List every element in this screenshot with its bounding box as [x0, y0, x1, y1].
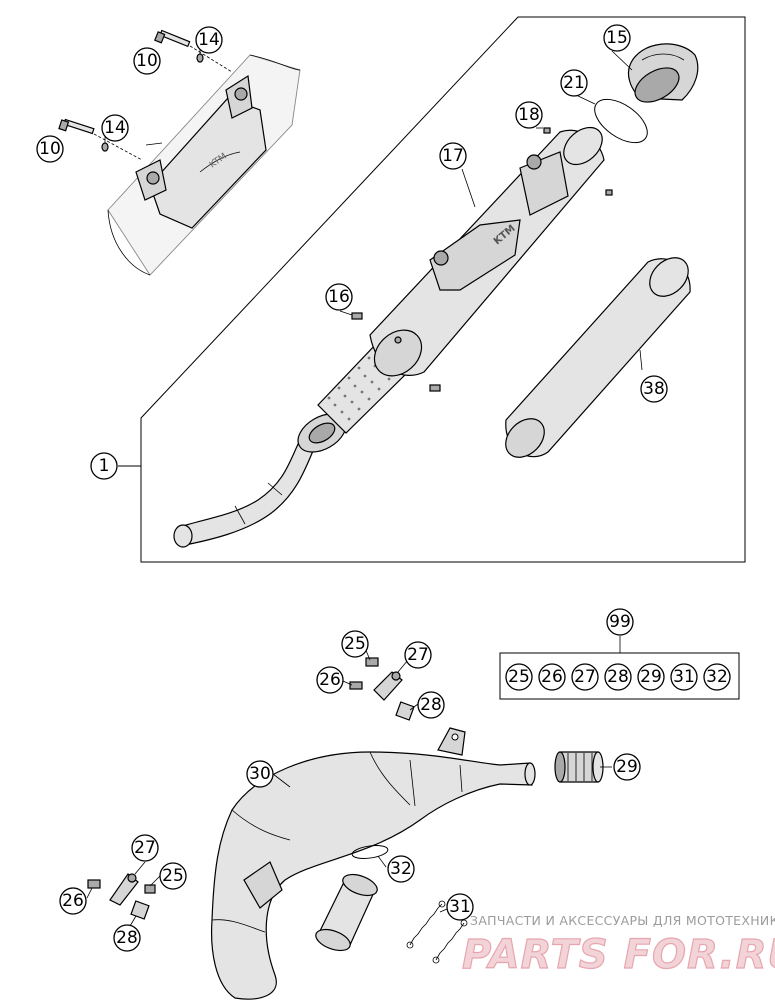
kit-item-28: 28 [604, 663, 632, 691]
mounting-detail: KTM [107, 54, 301, 276]
svg-text:28: 28 [607, 667, 629, 687]
callout-21: 21 [560, 69, 588, 97]
svg-text:16: 16 [328, 287, 350, 307]
svg-text:99: 99 [609, 612, 631, 632]
callout-28-upper: 28 [417, 691, 445, 719]
watermark-tagline: ЗАПЧАСТИ И АКСЕССУАРЫ ДЛЯ МОТОТЕХНИКИ [470, 913, 775, 928]
svg-text:32: 32 [390, 859, 412, 879]
svg-text:18: 18 [518, 105, 540, 125]
svg-text:17: 17 [442, 146, 464, 166]
svg-text:26: 26 [541, 667, 563, 687]
silencer: KTM [173, 126, 613, 548]
svg-text:26: 26 [319, 670, 341, 690]
svg-text:10: 10 [136, 51, 158, 71]
svg-text:14: 14 [198, 30, 220, 50]
upper-bracket-set [349, 657, 415, 721]
svg-text:14: 14 [104, 118, 126, 138]
washer-14-lower [101, 142, 109, 152]
kit-item-32: 32 [703, 663, 731, 691]
rubber-sleeve [554, 751, 604, 783]
callout-25-upper: 25 [341, 630, 369, 658]
callout-38: 38 [640, 375, 668, 403]
svg-text:21: 21 [563, 73, 585, 93]
kit-item-31: 31 [670, 663, 698, 691]
callout-10-lower: 10 [36, 135, 64, 163]
callout-14-upper: 14 [195, 26, 223, 54]
silencer-packing [505, 257, 691, 458]
svg-text:1: 1 [99, 456, 110, 476]
svg-text:27: 27 [134, 838, 156, 858]
svg-text:29: 29 [640, 667, 662, 687]
svg-text:10: 10 [39, 139, 61, 159]
callout-30: 30 [246, 760, 274, 788]
silencer-assembly-frame [140, 16, 746, 563]
lower-bracket-set [87, 873, 156, 920]
svg-text:26: 26 [62, 891, 84, 911]
callout-10-upper: 10 [133, 47, 161, 75]
kit-item-25: 25 [505, 663, 533, 691]
o-ring-32 [351, 845, 389, 859]
watermark-brand: PARTS FOR.RU [462, 932, 775, 978]
svg-text:31: 31 [449, 897, 471, 917]
svg-text:31: 31 [673, 667, 695, 687]
callout-29: 29 [613, 753, 641, 781]
end-cap [627, 43, 699, 103]
kit-item-27: 27 [571, 663, 599, 691]
kit-item-29: 29 [637, 663, 665, 691]
svg-text:27: 27 [407, 645, 429, 665]
svg-text:15: 15 [606, 28, 628, 48]
svg-text:38: 38 [643, 379, 665, 399]
callout-18: 18 [515, 101, 543, 129]
callout-99: 99 [606, 608, 634, 636]
callout-32: 32 [387, 855, 415, 883]
springs [406, 900, 468, 964]
callout-15: 15 [603, 24, 631, 52]
callout-25-lower: 25 [159, 862, 187, 890]
svg-text:28: 28 [116, 928, 138, 948]
svg-text:25: 25 [162, 866, 184, 886]
bolt-10-lower [58, 118, 143, 161]
kit-99-box [499, 652, 740, 700]
callout-31: 31 [446, 893, 474, 921]
callout-27-upper: 27 [404, 641, 432, 669]
expansion-chamber [211, 727, 536, 1000]
svg-text:30: 30 [249, 764, 271, 784]
callout-14-lower: 14 [101, 114, 129, 142]
kit-item-26: 26 [538, 663, 566, 691]
svg-text:29: 29 [616, 757, 638, 777]
callout-17: 17 [439, 142, 467, 170]
washer-14-upper [196, 53, 204, 63]
callout-27-lower: 27 [131, 834, 159, 862]
svg-text:27: 27 [574, 667, 596, 687]
callout-28-lower: 28 [113, 924, 141, 952]
bolt-10-upper [154, 29, 233, 73]
svg-text:25: 25 [508, 667, 530, 687]
callout-1: 1 [90, 452, 118, 480]
callout-26-lower: 26 [59, 887, 87, 915]
svg-text:25: 25 [344, 634, 366, 654]
svg-text:28: 28 [420, 695, 442, 715]
svg-text:32: 32 [706, 667, 728, 687]
callout-26-upper: 26 [316, 666, 344, 694]
o-ring [594, 98, 648, 144]
callout-16: 16 [325, 283, 353, 311]
